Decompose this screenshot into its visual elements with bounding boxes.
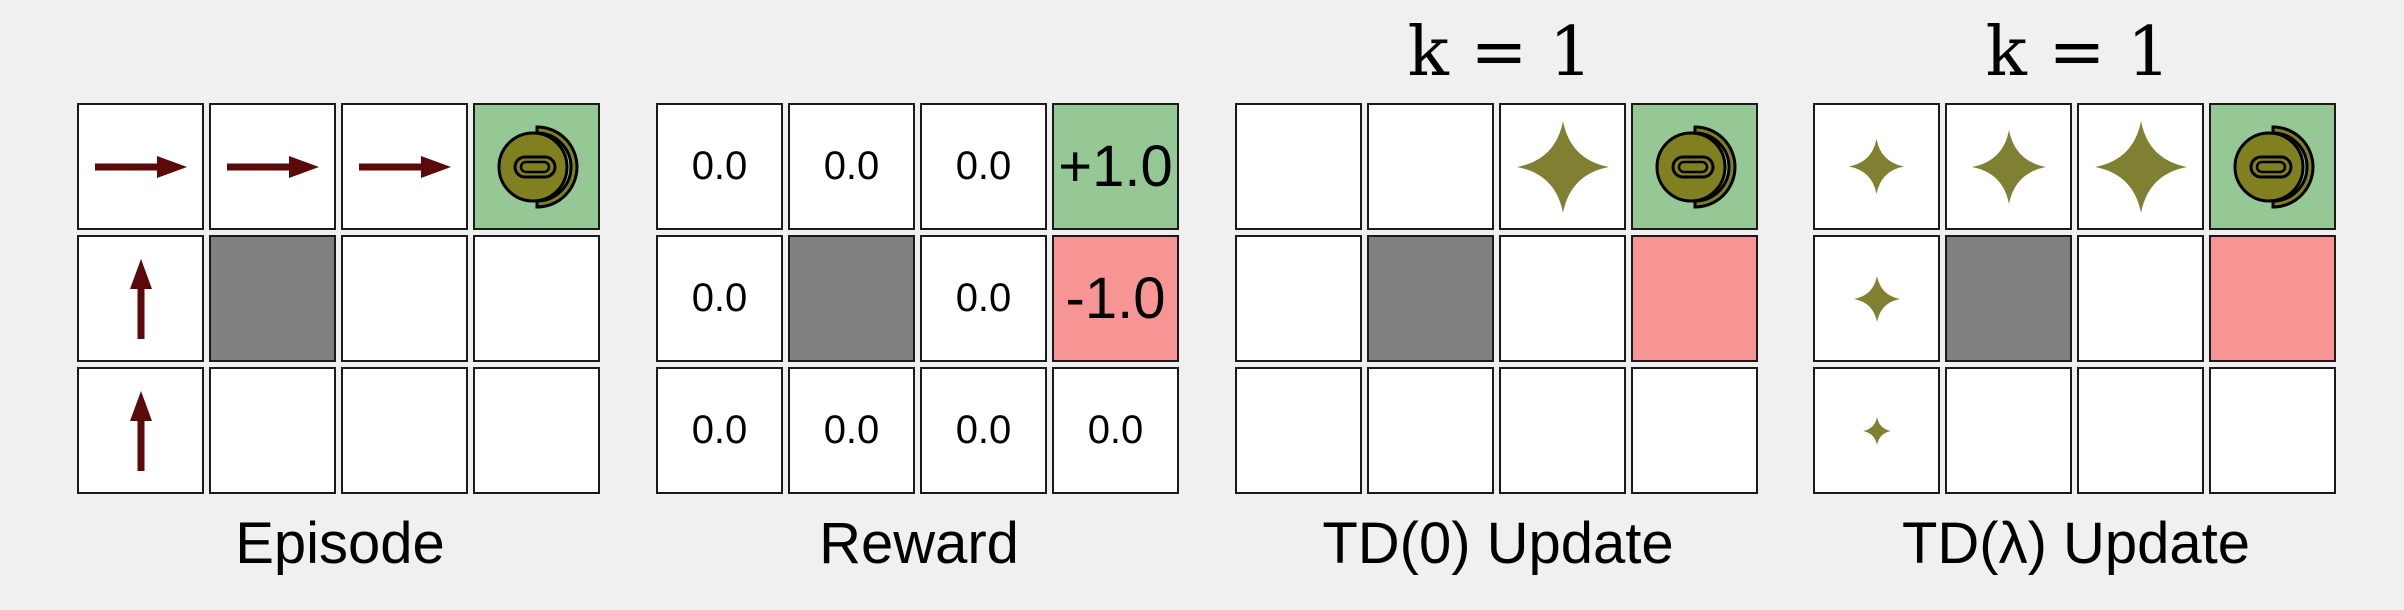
tdlambda-title: k = 1 bbox=[1985, 13, 2171, 92]
reward-value: 0.0 bbox=[823, 144, 880, 188]
reward-grid: 0.0 0.0 0.0 +1.0 0.0 0.0 -1.0 0.0 0.0 0.… bbox=[656, 103, 1182, 494]
reward-cell: 0.0 bbox=[656, 103, 783, 230]
tdlambda-grid bbox=[1813, 103, 2339, 494]
arrow-up-icon bbox=[129, 258, 152, 339]
episode-cell bbox=[341, 235, 468, 362]
grid-cell bbox=[1235, 235, 1362, 362]
reward-cell: 0.0 bbox=[788, 103, 915, 230]
episode-cell bbox=[77, 103, 204, 230]
grid-cell bbox=[1813, 367, 1940, 494]
reward-value: 0.0 bbox=[823, 408, 880, 452]
grid-cell bbox=[1235, 367, 1362, 494]
goal-cell bbox=[2209, 103, 2336, 230]
reward-cell: 0.0 bbox=[920, 103, 1047, 230]
td0-label: TD(0) Update bbox=[1322, 511, 1674, 576]
reward-value: 0.0 bbox=[691, 144, 748, 188]
agent-icon bbox=[497, 124, 578, 209]
reward-value: 0.0 bbox=[955, 408, 1012, 452]
pit-reward-cell: -1.0 bbox=[1052, 235, 1179, 362]
episode-cell bbox=[209, 103, 336, 230]
td0-title: k = 1 bbox=[1407, 13, 1593, 92]
reward-label: Reward bbox=[819, 511, 1019, 576]
grid-cell bbox=[1945, 103, 2072, 230]
reward-cell: 0.0 bbox=[656, 367, 783, 494]
wall-cell bbox=[1367, 235, 1494, 362]
td0-grid bbox=[1235, 103, 1761, 494]
episode-cell bbox=[77, 367, 204, 494]
grid-cell bbox=[1235, 103, 1362, 230]
wall-cell bbox=[1945, 235, 2072, 362]
agent-icon bbox=[1655, 124, 1736, 209]
eligibility-trace-icon bbox=[1862, 416, 1891, 445]
reward-cell: 0.0 bbox=[1052, 367, 1179, 494]
td0-panel: k = 1 TD(0) Update bbox=[1235, 0, 1765, 610]
episode-panel: Episode bbox=[77, 0, 607, 610]
grid-cell bbox=[1367, 103, 1494, 230]
reward-cell: 0.0 bbox=[656, 235, 783, 362]
reward-cell: 0.0 bbox=[920, 367, 1047, 494]
grid-cell bbox=[2077, 103, 2204, 230]
wall-cell bbox=[788, 235, 915, 362]
episode-cell bbox=[473, 367, 600, 494]
reward-value: 0.0 bbox=[691, 408, 748, 452]
reward-value: 0.0 bbox=[955, 276, 1012, 320]
pit-cell bbox=[2209, 235, 2336, 362]
episode-cell bbox=[77, 235, 204, 362]
arrow-right-icon bbox=[226, 155, 319, 178]
arrow-right-icon bbox=[358, 155, 451, 178]
reward-value: 0.0 bbox=[691, 276, 748, 320]
arrow-up-icon bbox=[129, 390, 152, 471]
wall-cell bbox=[209, 235, 336, 362]
reward-cell: 0.0 bbox=[920, 235, 1047, 362]
reward-value: 0.0 bbox=[955, 144, 1012, 188]
eligibility-trace-icon bbox=[1853, 275, 1900, 322]
grid-cell bbox=[2077, 367, 2204, 494]
reward-value: 0.0 bbox=[1087, 408, 1144, 452]
grid-cell bbox=[1499, 235, 1626, 362]
reward-panel: 0.0 0.0 0.0 +1.0 0.0 0.0 -1.0 0.0 0.0 0.… bbox=[656, 0, 1186, 610]
episode-grid bbox=[77, 103, 603, 494]
grid-cell bbox=[1813, 235, 1940, 362]
episode-cell bbox=[341, 103, 468, 230]
reward-cell: 0.0 bbox=[788, 367, 915, 494]
episode-cell bbox=[341, 367, 468, 494]
episode-label: Episode bbox=[235, 511, 445, 576]
tdlambda-panel: k = 1 TD(λ) Update bbox=[1813, 0, 2343, 610]
grid-cell bbox=[1945, 367, 2072, 494]
grid-cell bbox=[1367, 367, 1494, 494]
agent-icon bbox=[2233, 124, 2314, 209]
arrow-right-icon bbox=[94, 155, 187, 178]
goal-cell bbox=[473, 103, 600, 230]
eligibility-trace-icon bbox=[2094, 120, 2187, 213]
episode-cell bbox=[209, 367, 336, 494]
pit-reward-value: -1.0 bbox=[1065, 266, 1166, 331]
eligibility-trace-icon bbox=[1971, 129, 2046, 204]
eligibility-trace-icon bbox=[1849, 139, 1904, 194]
grid-cell bbox=[1631, 367, 1758, 494]
eligibility-trace-icon bbox=[1516, 120, 1609, 213]
grid-cell bbox=[1499, 367, 1626, 494]
grid-cell bbox=[2209, 367, 2336, 494]
episode-cell bbox=[473, 235, 600, 362]
grid-cell bbox=[2077, 235, 2204, 362]
pit-cell bbox=[1631, 235, 1758, 362]
grid-cell bbox=[1499, 103, 1626, 230]
goal-reward-cell: +1.0 bbox=[1052, 103, 1179, 230]
goal-reward-value: +1.0 bbox=[1058, 134, 1173, 199]
grid-cell bbox=[1813, 103, 1940, 230]
tdlambda-label: TD(λ) Update bbox=[1901, 511, 2251, 576]
goal-cell bbox=[1631, 103, 1758, 230]
